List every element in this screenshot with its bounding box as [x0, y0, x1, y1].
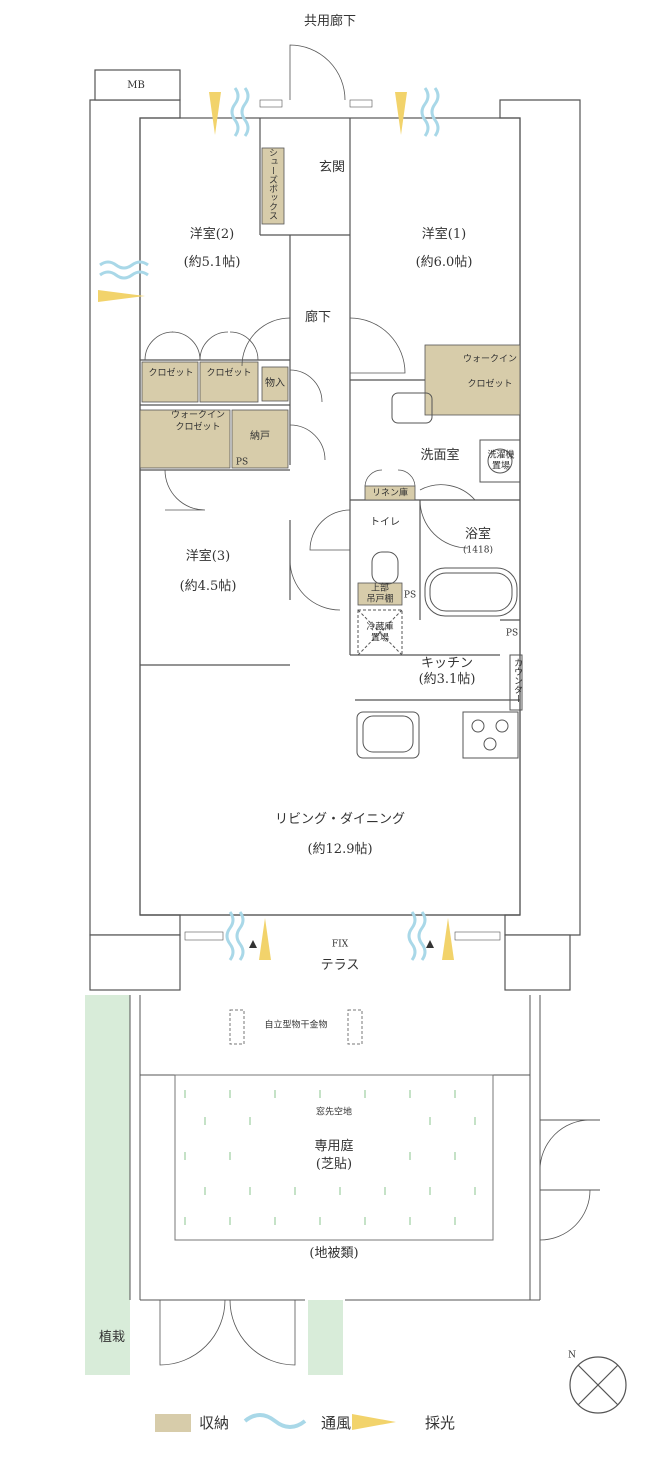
- linen: [364, 485, 416, 501]
- label-storage: 物入: [265, 378, 285, 389]
- wind-markers: [99, 87, 440, 961]
- label-ground-cover: (地被類): [309, 1246, 359, 1262]
- label-terrace: テラス: [320, 958, 360, 974]
- balcony-hatch: [184, 99, 501, 941]
- kitchen-sink: [356, 711, 420, 759]
- label-washroom: 洗面室: [420, 448, 460, 464]
- living-name: リビング・ダイニング: [274, 812, 406, 828]
- walkin-left: [139, 409, 231, 469]
- bathtub: [424, 567, 518, 617]
- label-ps-2: PS: [403, 590, 417, 601]
- label-linen: リネン庫: [371, 488, 409, 499]
- planting-area-left: [85, 995, 130, 1375]
- nando: [231, 409, 289, 469]
- label-walkin-left-1: ウォークイン: [170, 410, 226, 421]
- label-bath-size: (1418): [463, 545, 493, 556]
- label-bath: 浴室: [464, 527, 492, 543]
- label-walkin-right-2: クロゼット: [467, 379, 513, 390]
- label-shoe-box: シューズボックス: [267, 148, 277, 220]
- living-size: (約12.9帖): [307, 842, 373, 858]
- kitchen-size: (約3.1帖): [418, 672, 476, 688]
- closet-b: [199, 361, 259, 403]
- toilet-fixture: [371, 551, 399, 585]
- north-arrow: [569, 1356, 627, 1414]
- room2-size: (約5.1帖): [183, 255, 241, 271]
- fixtures: [356, 392, 523, 759]
- light-markers: [98, 92, 454, 960]
- kitchen-name: キッチン: [420, 656, 474, 672]
- legend-wind-label: 通風: [321, 1414, 352, 1432]
- legend-storage-swatch: [155, 1413, 191, 1432]
- stove: [462, 711, 519, 759]
- washer: [479, 439, 521, 483]
- label-upper-shelf-2: 吊戸棚: [366, 594, 394, 605]
- label-garden-2: (芝貼): [315, 1157, 353, 1173]
- private-garden: [174, 1074, 494, 1241]
- drying-posts: [229, 1009, 363, 1045]
- grass-marks: [184, 1090, 476, 1225]
- legend-light-label: 採光: [425, 1414, 456, 1432]
- label-closet-a: クロゼット: [148, 368, 194, 379]
- inner-walls: [139, 117, 521, 916]
- fridge-space: [357, 609, 403, 656]
- label-walkin-left-2: クロゼット: [175, 422, 221, 433]
- label-garden-1: 専用庭: [314, 1139, 354, 1155]
- label-counter: カウンター: [512, 658, 522, 703]
- legend-storage: 収納: [155, 1412, 229, 1433]
- washbasin: [391, 392, 433, 424]
- room1-size: (約6.0帖): [415, 255, 473, 271]
- fix-window-arrows: [249, 940, 434, 948]
- room2-name: 洋室(2): [189, 227, 235, 243]
- label-toilet: トイレ: [370, 517, 400, 528]
- label-ps-1: PS: [235, 457, 249, 468]
- legend-wind-icon: [243, 1413, 307, 1429]
- label-planting: 植栽: [98, 1330, 126, 1346]
- label-closet-b: クロゼット: [206, 368, 252, 379]
- upper-shelf: [357, 582, 403, 606]
- label-window-space: 窓先空地: [315, 1107, 353, 1118]
- walkin-right: [424, 344, 521, 416]
- room3-size: (約4.5帖): [179, 579, 237, 595]
- label-entrance: 玄関: [318, 160, 346, 176]
- legend-wind: 通風: [321, 1412, 351, 1433]
- label-upper-shelf-1: 上部: [370, 583, 390, 594]
- label-ps-3: PS: [505, 628, 519, 639]
- room1-name: 洋室(1): [421, 227, 467, 243]
- label-fridge-1: 冷蔵庫: [366, 622, 394, 633]
- door-swings: [144, 44, 591, 1366]
- planting-area-bottom: [308, 1300, 343, 1375]
- storage-mono: [261, 366, 289, 402]
- label-corridor: 共用廊下: [303, 14, 357, 30]
- label-nando: 納戸: [250, 431, 270, 442]
- room3-name: 洋室(3): [185, 549, 231, 565]
- label-fix: FIX: [331, 939, 349, 950]
- legend-storage-label: 収納: [199, 1414, 230, 1432]
- label-washer-2: 置場: [491, 461, 511, 472]
- label-mb: MB: [127, 80, 145, 91]
- legend-light-icon: [352, 1414, 396, 1430]
- label-walkin-right-1: ウォークイン: [462, 354, 518, 365]
- label-hallway: 廊下: [304, 310, 332, 326]
- label-drying: 自立型物干金物: [264, 1020, 328, 1031]
- shoe-box: [261, 147, 285, 225]
- label-fridge-2: 置場: [370, 633, 390, 644]
- legend: 収納 通風 採光: [155, 1412, 477, 1433]
- label-washer-1: 洗濯機: [487, 450, 515, 461]
- storage-areas: [139, 147, 521, 606]
- label-north: N: [568, 1350, 576, 1361]
- closet-a: [141, 361, 199, 403]
- legend-light: 採光: [425, 1412, 455, 1433]
